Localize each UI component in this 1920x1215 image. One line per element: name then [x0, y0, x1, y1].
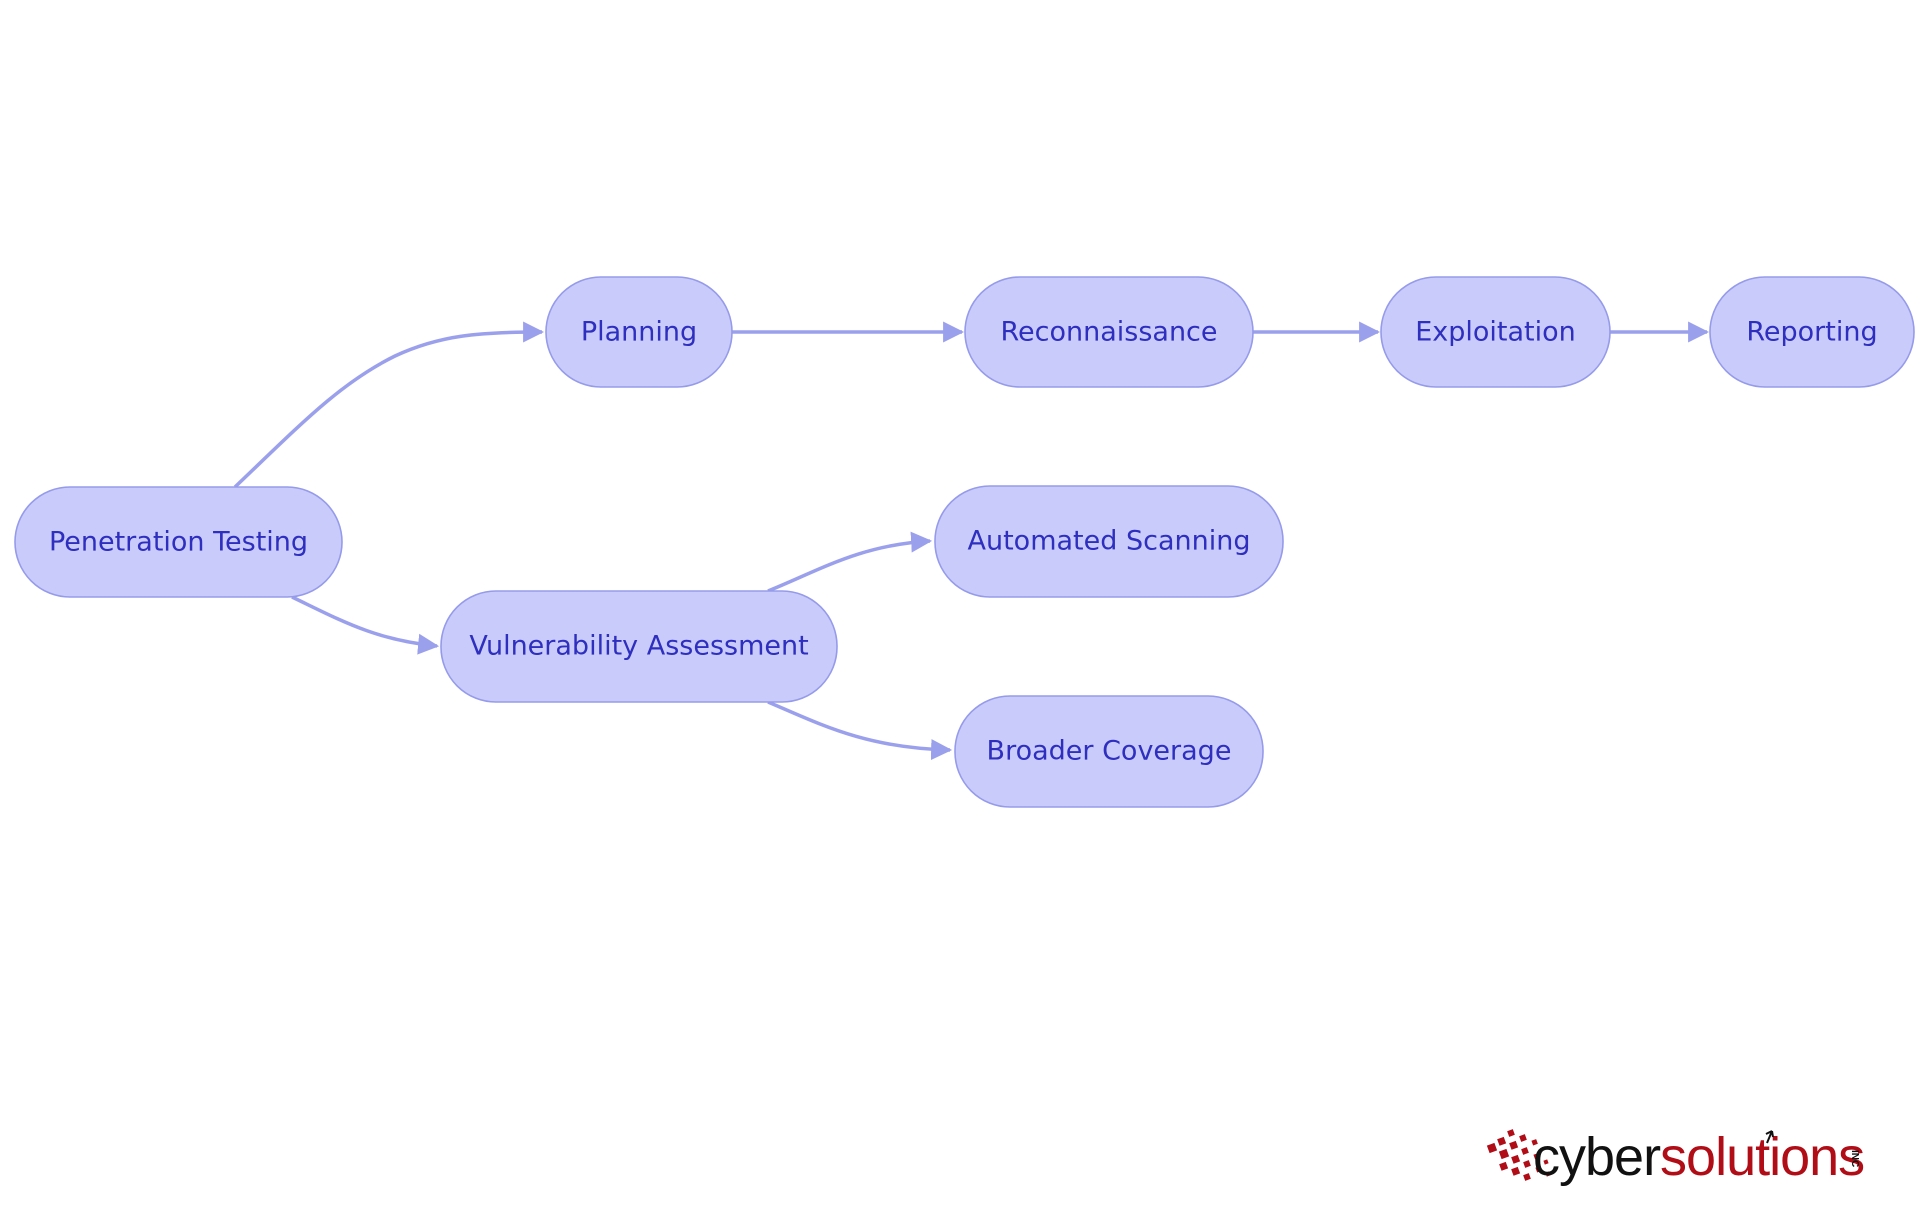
logo-mark-icon	[1486, 1129, 1551, 1181]
node-label: Exploitation	[1415, 317, 1576, 348]
logo-text-cyber: cyber	[1533, 1127, 1661, 1187]
node-label: Automated Scanning	[968, 526, 1251, 557]
node-exploitation: Exploitation	[1380, 276, 1611, 388]
edge-penetration-testing-to-planning	[233, 321, 545, 489]
node-label: Reconnaissance	[1000, 317, 1217, 348]
edge-vulnerability-assessment-to-automated-scanning	[767, 531, 933, 593]
node-label: Planning	[581, 317, 697, 348]
node-label: Broader Coverage	[987, 736, 1232, 767]
node-label: Vulnerability Assessment	[469, 631, 808, 662]
node-label: Reporting	[1746, 317, 1877, 348]
logo-wordmark: cybersolutions	[1533, 1127, 1864, 1187]
node-planning: Planning	[545, 276, 733, 388]
logo-arrow-icon	[1765, 1130, 1774, 1144]
node-reconnaissance: Reconnaissance	[964, 276, 1254, 388]
node-reporting: Reporting	[1709, 276, 1915, 388]
company-logo: cybersolutions INC	[1486, 1127, 1865, 1187]
logo-text-inc: INC	[1849, 1150, 1860, 1167]
node-automated-scanning: Automated Scanning	[934, 485, 1284, 598]
node-broader-coverage: Broader Coverage	[954, 695, 1264, 808]
node-label: Penetration Testing	[49, 527, 308, 558]
edge-vulnerability-assessment-to-broader-coverage	[767, 700, 953, 761]
node-penetration-testing: Penetration Testing	[14, 486, 343, 598]
edge-penetration-testing-to-vulnerability-assessment	[291, 595, 440, 655]
node-vulnerability-assessment: Vulnerability Assessment	[440, 590, 838, 703]
logo-text-solutions: solutions	[1660, 1127, 1864, 1187]
